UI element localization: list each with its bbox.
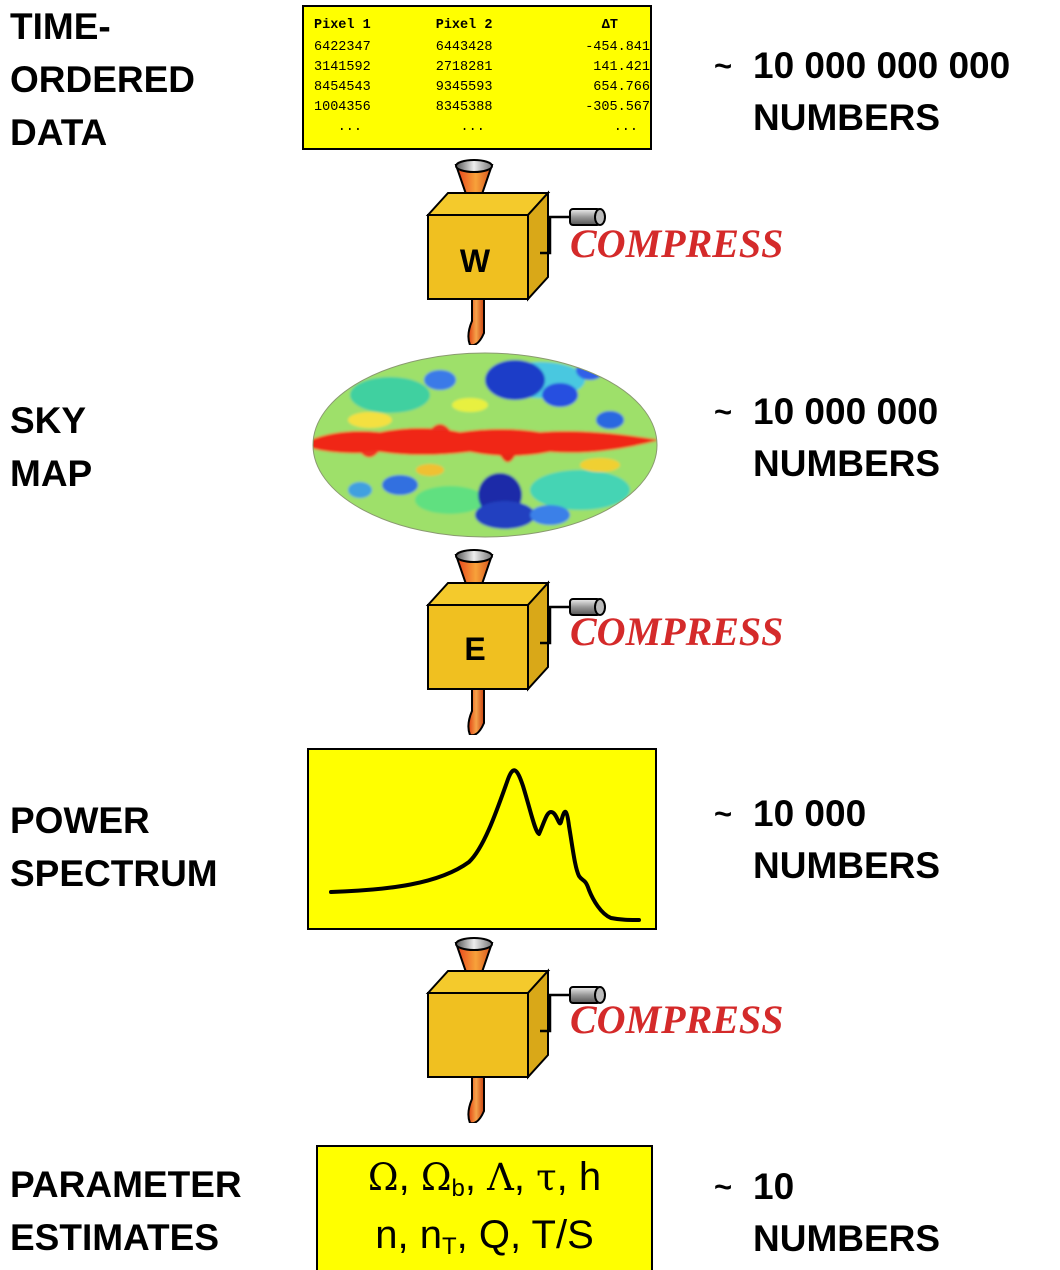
table-row: ... ... ... (314, 117, 650, 137)
tilde: ~ (714, 796, 733, 831)
param-h: h (578, 1155, 602, 1199)
subscript: T (441, 1233, 457, 1260)
power-spectrum-curve (329, 768, 641, 922)
subscript: b (451, 1175, 465, 1202)
column-header: Pixel 2 (435, 17, 493, 33)
column-header: ΔT (601, 17, 618, 33)
table-cell: 6443428 (435, 39, 493, 55)
label-line: DATA (10, 112, 108, 153)
separator: , (510, 1213, 532, 1257)
table-cell: 8345388 (435, 99, 493, 115)
column-header: Pixel 1 (314, 17, 371, 33)
stage-label-tod: TIME- ORDERED DATA (10, 0, 195, 159)
label-line: SKY (10, 400, 87, 441)
machine-letter: W (459, 243, 491, 279)
machine-letter: E (464, 631, 486, 667)
table-cell: 1004356 (314, 99, 371, 115)
table-cell: ... (460, 119, 485, 135)
separator: , (513, 1155, 537, 1199)
label-line: POWER (10, 800, 150, 841)
param-omega: Ω (367, 1156, 399, 1199)
count-unit: NUMBERS (753, 443, 941, 484)
tilde: ~ (714, 1169, 733, 1204)
table-cell: 9345593 (435, 79, 493, 95)
table-row: 8454543 9345593 654.766 (314, 77, 650, 97)
label-line: MAP (10, 453, 93, 494)
table-cell: 654.766 (593, 79, 650, 95)
count-number: 10 000 000 000 (753, 45, 1011, 86)
separator: , (464, 1155, 488, 1199)
tod-table-box: Pixel 1 Pixel 2 ΔT 6422347 6443428 -454.… (302, 5, 652, 150)
separator: , (556, 1155, 579, 1199)
tod-table: Pixel 1 Pixel 2 ΔT 6422347 6443428 -454.… (314, 16, 650, 137)
count-unit: NUMBERS (753, 1218, 941, 1259)
parameter-line-1: Ω, Ωb, Λ, τ, h (318, 1155, 651, 1202)
separator: , (397, 1213, 420, 1257)
table-cell: 6422347 (314, 39, 371, 55)
param-ts: T/S (531, 1213, 594, 1257)
tilde: ~ (714, 394, 733, 429)
compress-label: COMPRESS (570, 609, 784, 654)
label-line: PARAMETER (10, 1164, 242, 1205)
count-number: 10 000 (753, 793, 867, 834)
separator: , (398, 1155, 421, 1199)
param-n-t: n (419, 1213, 442, 1257)
power-spectrum-box (307, 748, 657, 930)
table-row: 3141592 2718281 141.421 (314, 57, 650, 77)
sky-map-image (312, 352, 658, 538)
count-number: 10 000 000 (753, 391, 939, 432)
separator: , (456, 1213, 479, 1257)
table-cell: 8454543 (314, 79, 371, 95)
compressor-machine-e: E (400, 545, 630, 737)
stage-label-power: POWER SPECTRUM (10, 794, 218, 900)
stage-label-params: PARAMETER ESTIMATES (10, 1158, 242, 1264)
table-cell: 141.421 (593, 59, 650, 75)
count-unit: NUMBERS (753, 845, 941, 886)
stage-label-skymap: SKY MAP (10, 394, 92, 500)
count-unit: NUMBERS (753, 97, 941, 138)
param-q: Q (478, 1213, 510, 1257)
param-omega-b: Ω (420, 1156, 452, 1199)
table-cell: ... (613, 119, 638, 135)
compress-label: COMPRESS (570, 221, 784, 266)
parameter-box: Ω, Ωb, Λ, τ, h n, nT, Q, T/S (316, 1145, 653, 1270)
table-cell: -305.567 (585, 99, 650, 115)
table-row: 1004356 8345388 -305.567 (314, 97, 650, 117)
tilde: ~ (714, 48, 733, 83)
param-lambda: Λ (487, 1156, 514, 1199)
label-line: TIME- (10, 6, 111, 47)
label-line: SPECTRUM (10, 853, 218, 894)
count-number: 10 (753, 1166, 795, 1207)
table-header-row: Pixel 1 Pixel 2 ΔT (314, 16, 650, 37)
param-n: n (375, 1213, 398, 1257)
table-cell: ... (337, 119, 363, 135)
label-line: ESTIMATES (10, 1217, 219, 1258)
table-row: 6422347 6443428 -454.841 (314, 37, 650, 57)
table-cell: 2718281 (435, 59, 493, 75)
param-tau: τ (536, 1156, 557, 1199)
compressor-machine-w: W (400, 155, 630, 347)
label-line: ORDERED (10, 59, 196, 100)
table-cell: 3141592 (314, 59, 371, 75)
table-cell: -454.841 (585, 39, 650, 55)
parameter-line-2: n, nT, Q, T/S (318, 1213, 651, 1260)
compress-label: COMPRESS (570, 997, 784, 1042)
